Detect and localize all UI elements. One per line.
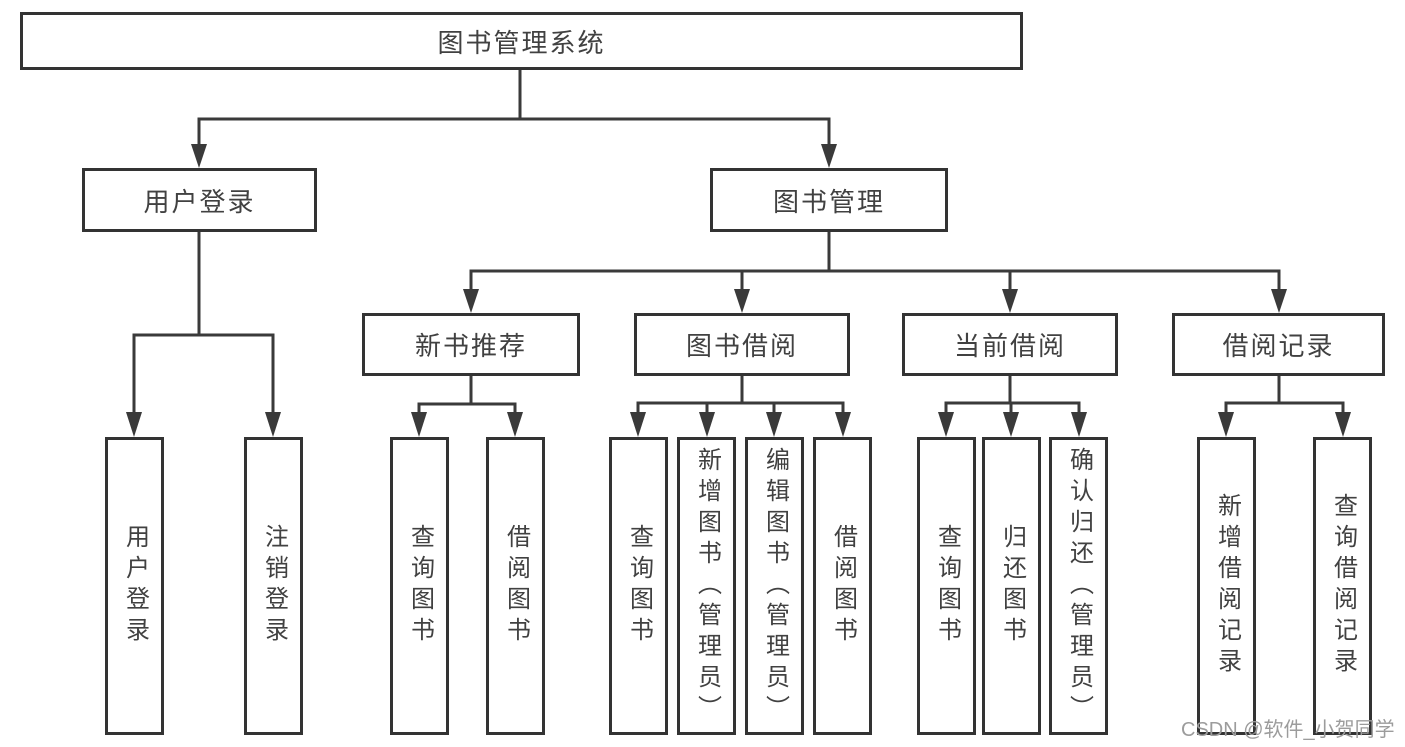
csdn-watermark: CSDN @软件_小贺同学 [1181, 719, 1395, 741]
leaf-query-books-recommend: 查询图书 [390, 437, 449, 735]
leaf-add-book-admin: 新增图书（管理员） [677, 437, 736, 735]
node-book-management: 图书管理 [710, 168, 948, 232]
leaf-confirm-return-admin: 确认归还（管理员） [1049, 437, 1108, 735]
connector-user-login-to-leaves [126, 232, 281, 437]
leaf-query-books-current: 查询图书 [917, 437, 976, 735]
node-book-borrowing: 图书借阅 [634, 313, 850, 376]
connector-book-management-to-level3 [463, 232, 1287, 313]
leaf-borrow-books: 借阅图书 [813, 437, 872, 735]
node-user-login: 用户登录 [82, 168, 317, 232]
leaf-add-borrow-record: 新增借阅记录 [1197, 437, 1256, 735]
connector-book-borrow-to-leaves [630, 376, 851, 437]
connector-borrow-records-to-leaves [1218, 376, 1351, 437]
node-new-book-recommendation: 新书推荐 [362, 313, 580, 376]
leaf-borrow-books-recommend: 借阅图书 [486, 437, 545, 735]
connector-current-borrow-to-leaves [938, 376, 1087, 437]
leaf-query-books-borrow: 查询图书 [609, 437, 668, 735]
node-library-management-system: 图书管理系统 [20, 12, 1023, 70]
connector-root-to-level2 [191, 70, 837, 168]
leaf-logout: 注销登录 [244, 437, 303, 735]
node-borrowing-records: 借阅记录 [1172, 313, 1385, 376]
leaf-edit-book-admin: 编辑图书（管理员） [745, 437, 804, 735]
leaf-query-borrow-record: 查询借阅记录 [1313, 437, 1372, 735]
connector-new-book-to-leaves [411, 376, 523, 437]
leaf-return-books: 归还图书 [982, 437, 1041, 735]
leaf-user-login: 用户登录 [105, 437, 164, 735]
node-current-borrowing: 当前借阅 [902, 313, 1118, 376]
